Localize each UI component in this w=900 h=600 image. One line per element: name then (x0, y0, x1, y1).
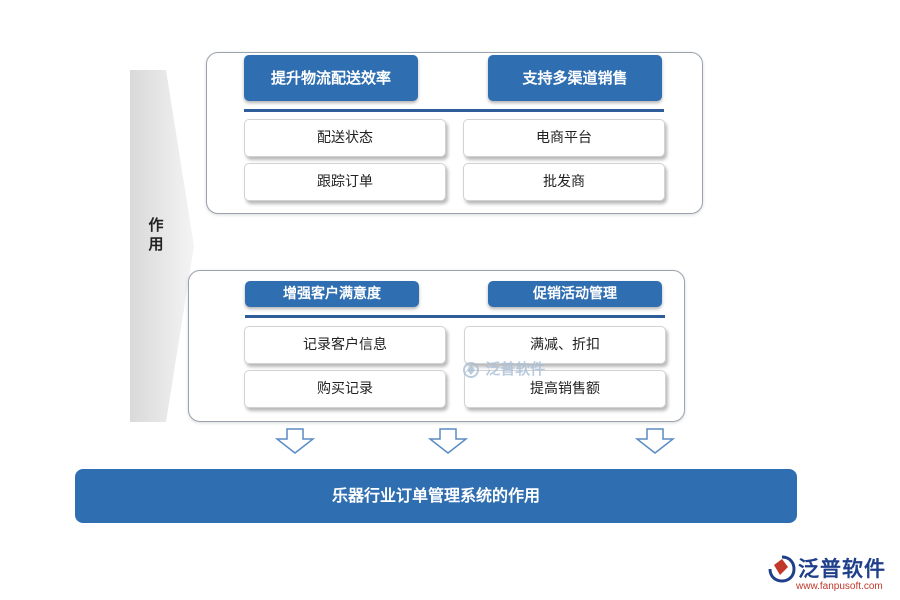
panel-logistics-sales: 提升物流配送效率 支持多渠道销售 配送状态 跟踪订单 电商平台 批发商 (206, 52, 703, 214)
header-logistics-efficiency: 提升物流配送效率 (244, 55, 418, 101)
item-track-orders: 跟踪订单 (244, 163, 446, 201)
item-record-customer-info: 记录客户信息 (244, 326, 446, 364)
panel-customer-promotion: 增强客户满意度 促销活动管理 记录客户信息 购买记录 满减、折扣 提高销售额 (188, 270, 685, 422)
fanpu-logo-icon (768, 555, 796, 583)
item-increase-sales: 提高销售额 (464, 370, 666, 408)
down-arrow-icon (635, 428, 675, 454)
conclusion-bar: 乐器行业订单管理系统的作用 (75, 469, 797, 523)
header-multichannel-sales: 支持多渠道销售 (488, 55, 662, 101)
down-arrow-icon (428, 428, 468, 454)
header-promotion-management: 促销活动管理 (488, 281, 662, 307)
item-ecommerce-platform: 电商平台 (463, 119, 665, 157)
header-separator (244, 109, 664, 112)
item-discounts: 满减、折扣 (464, 326, 666, 364)
side-chevron-arrow (130, 70, 194, 422)
item-wholesaler: 批发商 (463, 163, 665, 201)
brand-url: www.fanpusoft.com (796, 581, 883, 592)
watermark-logo-icon (463, 361, 479, 378)
header-separator (245, 315, 665, 318)
brand-name: 泛普软件 (798, 557, 886, 581)
watermark: 泛普软件 (462, 358, 545, 379)
item-purchase-records: 购买记录 (244, 370, 446, 408)
header-customer-satisfaction: 增强客户满意度 (245, 281, 419, 307)
watermark-text: 泛普软件 (485, 360, 546, 378)
item-delivery-status: 配送状态 (244, 119, 446, 157)
down-arrow-icon (275, 428, 315, 454)
side-label: 作 用 (148, 216, 164, 253)
brand-logo: 泛普软件 www.fanpusoft.com (768, 553, 890, 597)
